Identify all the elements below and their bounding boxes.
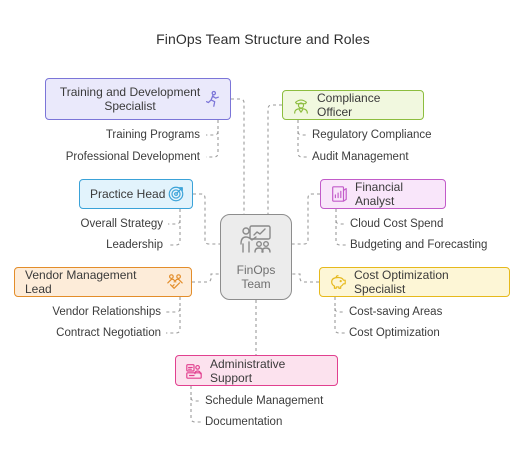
role-label: Financial Analyst	[355, 180, 404, 208]
organizer-icon	[184, 361, 204, 381]
item-budgeting-forecasting: Budgeting and Forecasting	[350, 239, 488, 251]
role-label: Compliance Officer	[317, 91, 381, 119]
runner-icon	[202, 89, 222, 109]
center-node-finops-team: FinOps Team	[220, 214, 292, 300]
role-practice-head: Practice Head	[79, 179, 193, 209]
connector-financial-item-2	[335, 220, 346, 246]
target-icon	[166, 184, 186, 204]
connector-costopt-item-1	[334, 297, 345, 313]
item-schedule-management: Schedule Management	[205, 395, 324, 407]
item-audit-management: Audit Management	[312, 151, 409, 163]
connector-compliance-item-1	[297, 120, 308, 136]
connector-compliance-center	[267, 104, 282, 214]
item-training-programs: Training Programs	[105, 129, 200, 141]
item-cost-optimization: Cost Optimization	[349, 327, 440, 339]
role-administrative-support: Administrative Support	[175, 355, 338, 386]
item-leadership: Leadership	[106, 239, 163, 251]
role-label: Practice Head	[90, 187, 166, 201]
report-icon	[329, 184, 349, 204]
center-node-label: FinOps Team	[236, 262, 276, 291]
connector-vendor-item-2	[166, 308, 181, 334]
item-documentation: Documentation	[205, 416, 283, 428]
connector-financial-item-1	[335, 209, 346, 225]
role-label: Administrative Support	[210, 356, 286, 385]
connector-training-item-2	[206, 131, 219, 158]
item-cloud-cost-spend: Cloud Cost Spend	[350, 218, 444, 230]
connector-compliance-item-2	[297, 131, 308, 158]
role-vendor-management-lead: Vendor Management Lead	[14, 267, 192, 297]
connector-practice-item-2	[168, 220, 181, 246]
connector-admin-item-2	[190, 397, 201, 423]
team-presentation-icon	[239, 224, 273, 259]
item-regulatory-compliance: Regulatory Compliance	[312, 129, 432, 141]
connector-vendor-center	[192, 273, 220, 283]
item-overall-strategy: Overall Strategy	[80, 218, 163, 230]
connector-costopt-center	[292, 273, 319, 283]
connector-training-item-1	[206, 120, 219, 136]
piggy-bank-icon	[328, 272, 348, 292]
connector-practice-item-1	[168, 209, 181, 225]
connector-financial-center	[292, 193, 320, 245]
item-professional-development: Professional Development	[65, 151, 200, 163]
connector-vendor-item-1	[166, 297, 181, 313]
role-label: Cost Optimization Specialist	[354, 268, 449, 296]
diagram-title: FinOps Team Structure and Roles	[156, 31, 370, 47]
connector-admin-item-1	[190, 386, 201, 402]
handshake-icon	[165, 272, 185, 292]
connector-practice-center	[193, 193, 220, 245]
role-cost-optimization-specialist: Cost Optimization Specialist	[319, 267, 510, 297]
role-label: Vendor Management Lead	[25, 268, 137, 296]
officer-icon	[291, 95, 311, 115]
connector-costopt-item-2	[334, 308, 345, 334]
item-contract-negotiation: Contract Negotiation	[56, 327, 161, 339]
connector-training-center	[231, 98, 245, 214]
role-label: Training and Development Specialist	[59, 85, 201, 113]
role-training-development-specialist: Training and Development Specialist	[45, 78, 231, 120]
item-cost-saving-areas: Cost-saving Areas	[349, 306, 443, 318]
item-vendor-relationships: Vendor Relationships	[52, 306, 161, 318]
role-compliance-officer: Compliance Officer	[282, 90, 424, 120]
role-financial-analyst: Financial Analyst	[320, 179, 446, 209]
